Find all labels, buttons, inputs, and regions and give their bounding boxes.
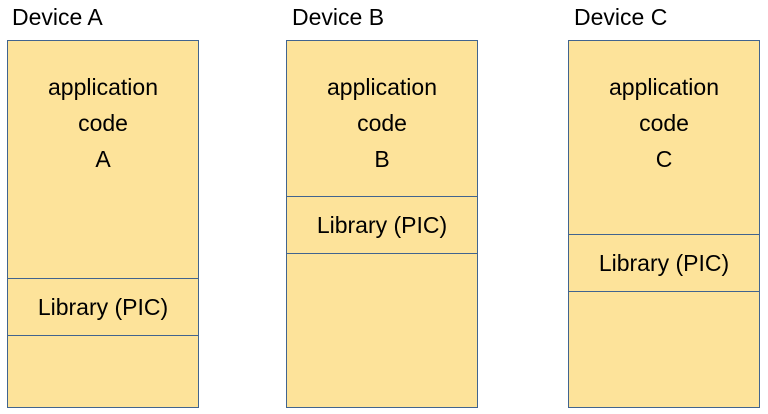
- device-c-app-line-3: C: [655, 146, 673, 172]
- device-b-label: Device B: [292, 4, 385, 30]
- device-c-memory-block: application code C Library (PIC): [568, 40, 760, 408]
- device-a-application-code: application code A: [8, 69, 198, 177]
- device-b-library-label: Library (PIC): [316, 212, 448, 238]
- device-c-library-label: Library (PIC): [598, 250, 730, 276]
- device-b-application-code: application code B: [287, 69, 477, 177]
- device-c-label: Device C: [574, 4, 668, 30]
- device-a-library-label: Library (PIC): [37, 294, 169, 320]
- device-b-free-segment: [287, 253, 477, 407]
- device-c-library-segment: Library (PIC): [569, 234, 759, 291]
- device-c-free-segment: [569, 291, 759, 407]
- device-b-memory-block: application code B Library (PIC): [286, 40, 478, 408]
- device-a-app-line-3: A: [95, 146, 111, 172]
- device-a-free-segment: [8, 335, 198, 407]
- device-a-label: Device A: [12, 4, 103, 30]
- device-b-app-line-1: application: [327, 74, 437, 100]
- device-c-app-line-1: application: [609, 74, 719, 100]
- device-a-app-line-2: code: [78, 110, 128, 136]
- device-a-app-line-1: application: [48, 74, 158, 100]
- device-a-library-segment: Library (PIC): [8, 278, 198, 335]
- device-a-memory-block: application code A Library (PIC): [7, 40, 199, 408]
- device-b-app-line-3: B: [374, 146, 390, 172]
- device-b-app-line-2: code: [357, 110, 407, 136]
- device-c-app-line-2: code: [639, 110, 689, 136]
- device-c-application-code: application code C: [569, 69, 759, 177]
- device-b-library-segment: Library (PIC): [287, 196, 477, 253]
